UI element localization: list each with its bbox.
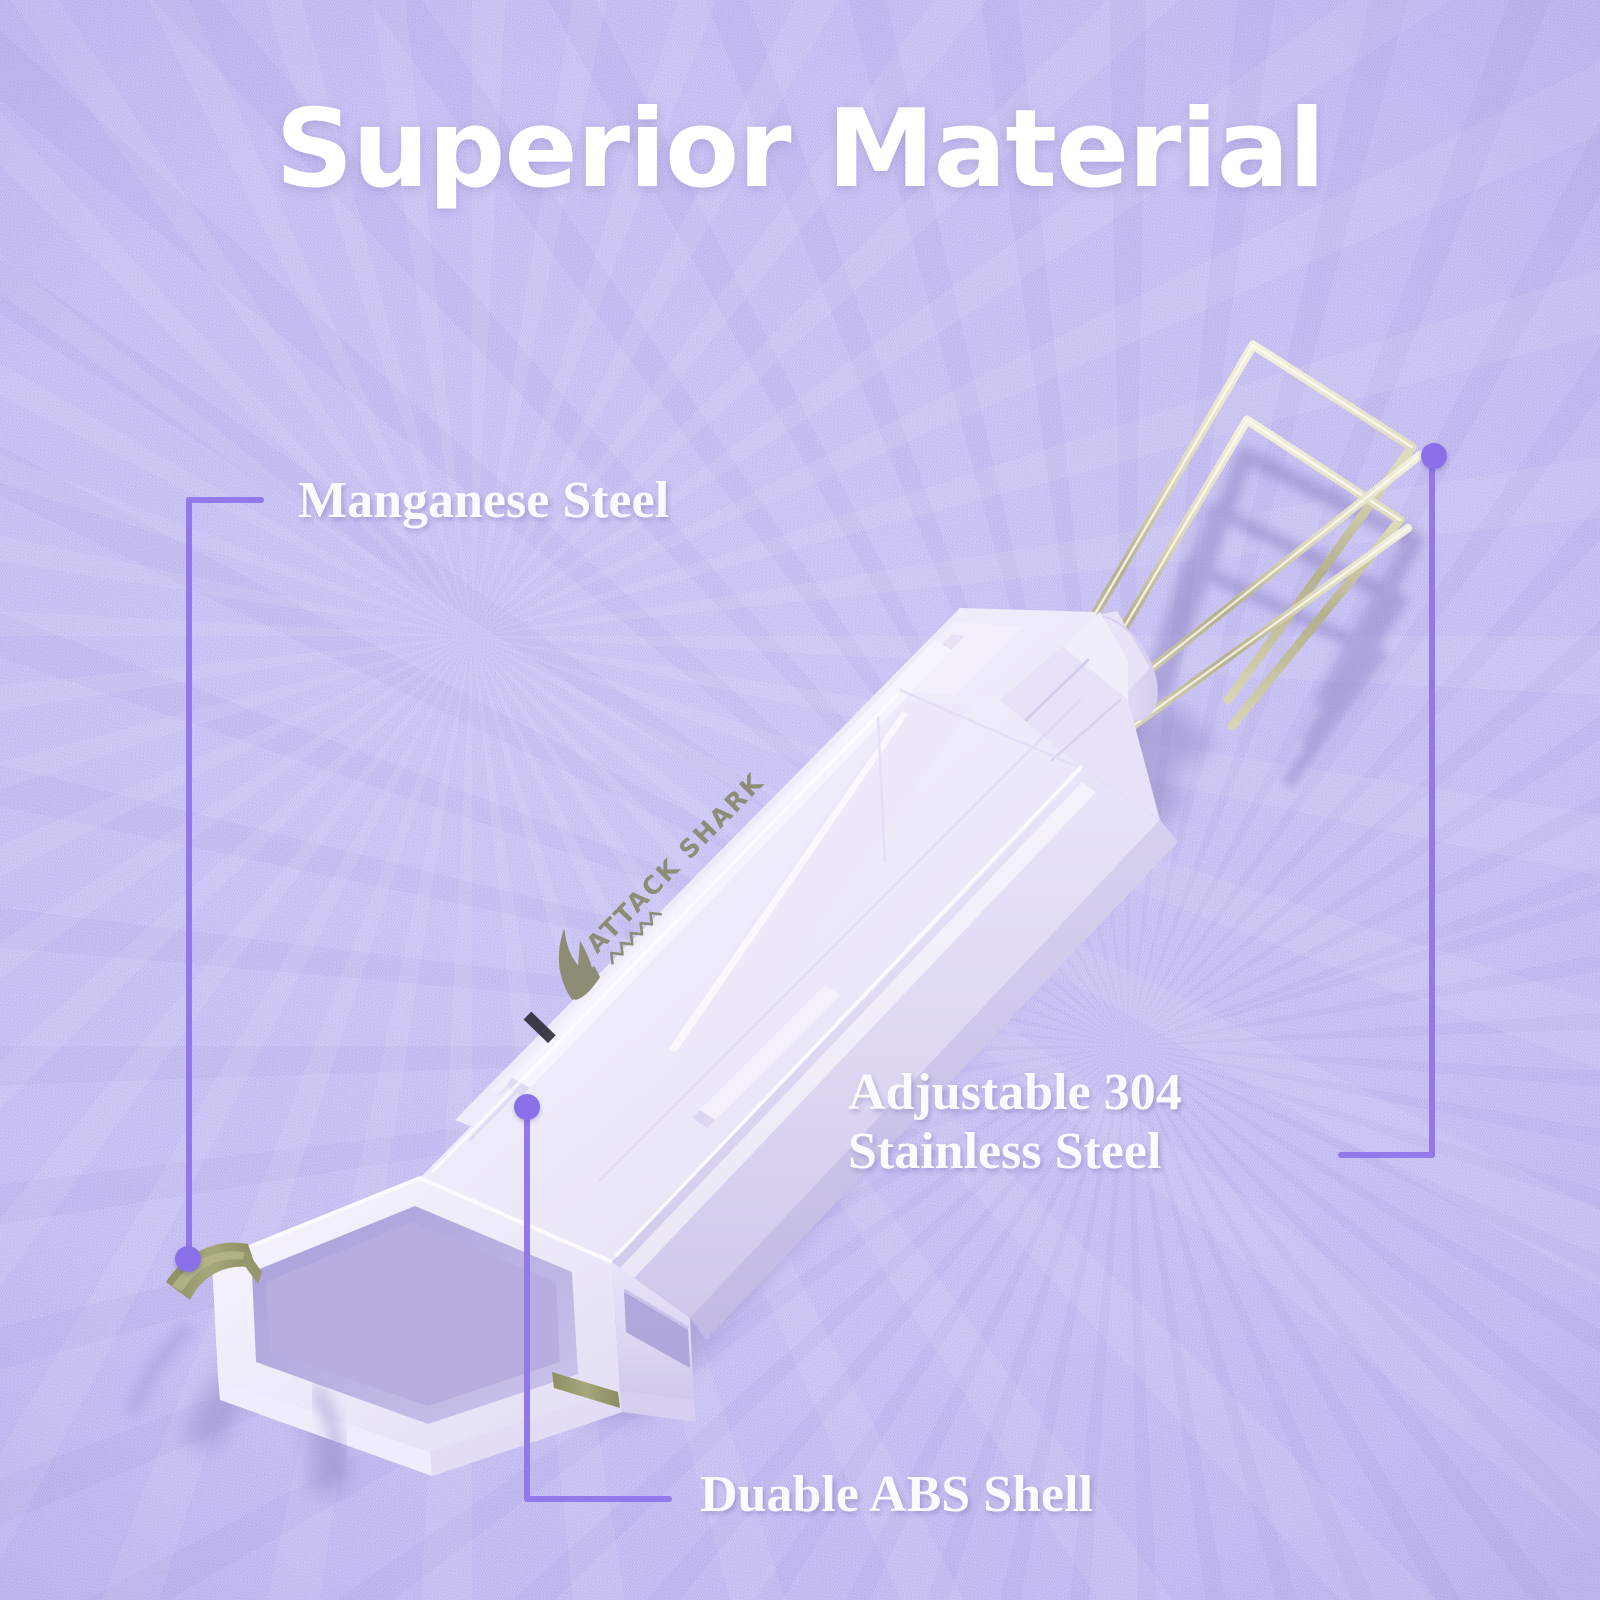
callout-connector-abs-vertical [524, 1110, 530, 1502]
callout-anchor-dot-manganese [175, 1246, 201, 1272]
callout-connector-stainless-vertical [1429, 458, 1435, 1158]
callout-connector-stainless-horizontal [1338, 1152, 1435, 1158]
callout-label-duable-abs-shell: Duable ABS Shell [700, 1466, 1094, 1523]
callout-connector-manganese-vertical [186, 497, 192, 1259]
callout-connector-abs-horizontal [524, 1496, 672, 1502]
callout-connector-manganese-horizontal [186, 497, 264, 503]
callout-label-manganese-steel: Manganese Steel [298, 472, 670, 529]
callout-anchor-dot-abs [514, 1094, 540, 1120]
callout-label-adjustable-304-stainless-steel: Adjustable 304 Stainless Steel [848, 1064, 1182, 1180]
page-title: Superior Material [275, 87, 1326, 212]
callout-anchor-dot-stainless [1421, 443, 1447, 469]
